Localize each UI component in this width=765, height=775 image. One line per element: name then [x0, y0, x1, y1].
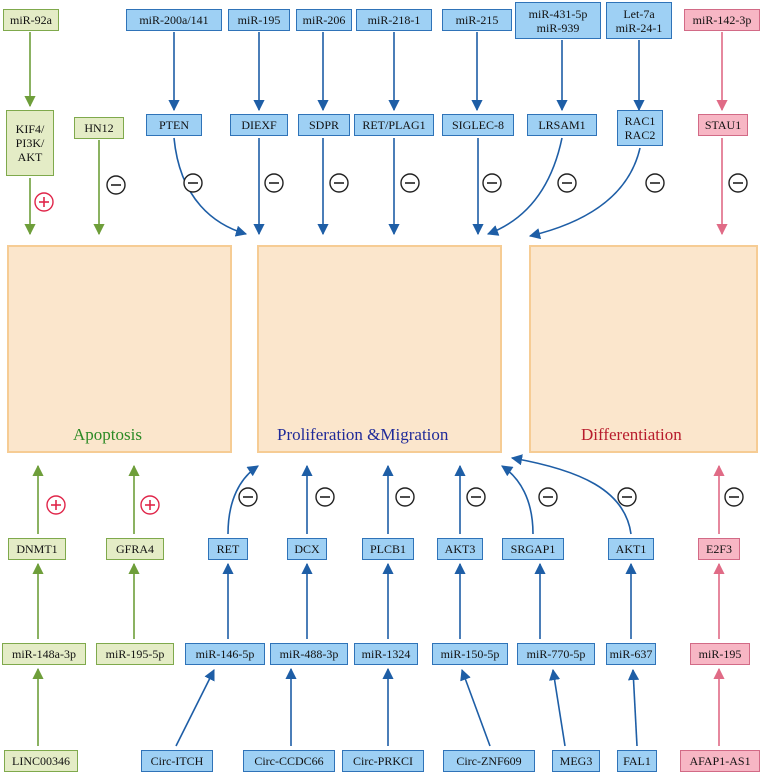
- mirna-1324: miR-1324: [354, 643, 418, 665]
- arrow-rac-to-proliferation: [528, 147, 641, 240]
- arrow-akt1-to-proliferation: [510, 454, 632, 535]
- inhibit-sign-top-7: [106, 175, 126, 195]
- arrow-circ-itch-to-mir146: [175, 668, 215, 747]
- mirna-206: miR-206: [296, 9, 352, 31]
- target-lrsam1: LRSAM1: [527, 114, 597, 136]
- inhibit-sign-top-2: [329, 173, 349, 193]
- lnc-meg3: MEG3: [552, 750, 600, 772]
- inhibit-sign-bottom-5: [617, 487, 637, 507]
- target-srgap1: SRGAP1: [502, 538, 564, 560]
- differentiation-title: Differentiation: [581, 425, 682, 444]
- inhibit-sign-bottom-0: [238, 487, 258, 507]
- arrow-lrsam1-to-proliferation: [486, 137, 563, 236]
- target-gfra4: GFRA4: [106, 538, 164, 560]
- circ-itch: Circ-ITCH: [141, 750, 213, 772]
- inhibit-sign-top-6: [645, 173, 665, 193]
- mirna-150-5p: miR-150-5p: [432, 643, 508, 665]
- arrow-circ-znf609-to-mir150: [460, 668, 491, 747]
- mirna-431-939: miR-431-5p miR-939: [515, 2, 601, 39]
- lnc-fal1: FAL1: [617, 750, 657, 772]
- target-plcb1: PLCB1: [362, 538, 414, 560]
- target-dnmt1: DNMT1: [8, 538, 66, 560]
- target-diexf: DIEXF: [230, 114, 288, 136]
- arrow-srgap1-to-proliferation: [501, 465, 534, 535]
- arrow-pten-to-proliferation: [173, 137, 248, 237]
- sign-layer: [34, 173, 748, 515]
- mirna-92a: miR-92a: [3, 9, 59, 31]
- target-akt1: AKT1: [608, 538, 654, 560]
- mirna-218-1: miR-218-1: [356, 9, 432, 31]
- target-akt3: AKT3: [437, 538, 483, 560]
- inhibit-sign-top-8: [728, 173, 748, 193]
- target-rac1-rac2: RAC1 RAC2: [617, 110, 663, 146]
- mirna-142-3p: miR-142-3p: [684, 9, 760, 31]
- inhibit-sign-top-0: [183, 173, 203, 193]
- promote-sign-dnmt1: [46, 495, 66, 515]
- target-pten: PTEN: [146, 114, 202, 136]
- mirna-215: miR-215: [442, 9, 512, 31]
- inhibit-sign-top-1: [264, 173, 284, 193]
- promote-sign-pathway: [34, 192, 54, 212]
- inhibit-sign-top-4: [482, 173, 502, 193]
- mirna-195-5p: miR-195-5p: [96, 643, 174, 665]
- target-dcx: DCX: [287, 538, 327, 560]
- mirna-488-3p: miR-488-3p: [270, 643, 348, 665]
- target-ret: RET: [208, 538, 248, 560]
- differentiation-panel: Differentiation: [529, 245, 758, 453]
- apoptosis-panel: Apoptosis: [7, 245, 232, 453]
- mirna-let7a-24-1: Let-7a miR-24-1: [606, 2, 672, 39]
- mirna-195-pink: miR-195: [690, 643, 750, 665]
- mirna-637: miR-637: [606, 643, 656, 665]
- inhibit-sign-bottom-6: [724, 487, 744, 507]
- pathway-kif4-pi3k-akt: KIF4/ PI3K/ AKT: [6, 110, 54, 176]
- circ-ccdc66: Circ-CCDC66: [243, 750, 335, 772]
- target-ret-plag1: RET/PLAG1: [354, 114, 434, 136]
- circ-znf609: Circ-ZNF609: [443, 750, 535, 772]
- inhibit-sign-bottom-4: [538, 487, 558, 507]
- arrow-meg3-to-mir770: [549, 668, 566, 747]
- mirna-200a-141: miR-200a/141: [126, 9, 222, 31]
- mirna-148a-3p: miR-148a-3p: [2, 643, 86, 665]
- mirna-770-5p: miR-770-5p: [517, 643, 595, 665]
- apoptosis-title: Apoptosis: [73, 425, 142, 444]
- inhibit-sign-top-5: [557, 173, 577, 193]
- arrow-layer: [24, 32, 733, 747]
- target-siglec8: SIGLEC-8: [442, 114, 514, 136]
- inhibit-sign-top-3: [400, 173, 420, 193]
- promote-sign-gfra4: [140, 495, 160, 515]
- lnc-afap1-as1: AFAP1-AS1: [680, 750, 760, 772]
- mirna-146-5p: miR-146-5p: [185, 643, 265, 665]
- arrow-fal1-to-mir637: [627, 668, 640, 747]
- inhibit-sign-bottom-1: [315, 487, 335, 507]
- target-sdpr: SDPR: [298, 114, 350, 136]
- lnc-linc00346: LINC00346: [4, 750, 78, 772]
- target-stau1: STAU1: [698, 114, 748, 136]
- inhibit-sign-bottom-2: [395, 487, 415, 507]
- mirna-195-top: miR-195: [228, 9, 290, 31]
- hn12-node: HN12: [74, 117, 124, 139]
- proliferation-panel: Proliferation &Migration: [257, 245, 502, 453]
- proliferation-title: Proliferation &Migration: [277, 425, 449, 444]
- inhibit-sign-bottom-3: [466, 487, 486, 507]
- target-e2f3: E2F3: [698, 538, 740, 560]
- arrow-ret-to-proliferation: [227, 465, 259, 535]
- circ-prkci: Circ-PRKCI: [342, 750, 424, 772]
